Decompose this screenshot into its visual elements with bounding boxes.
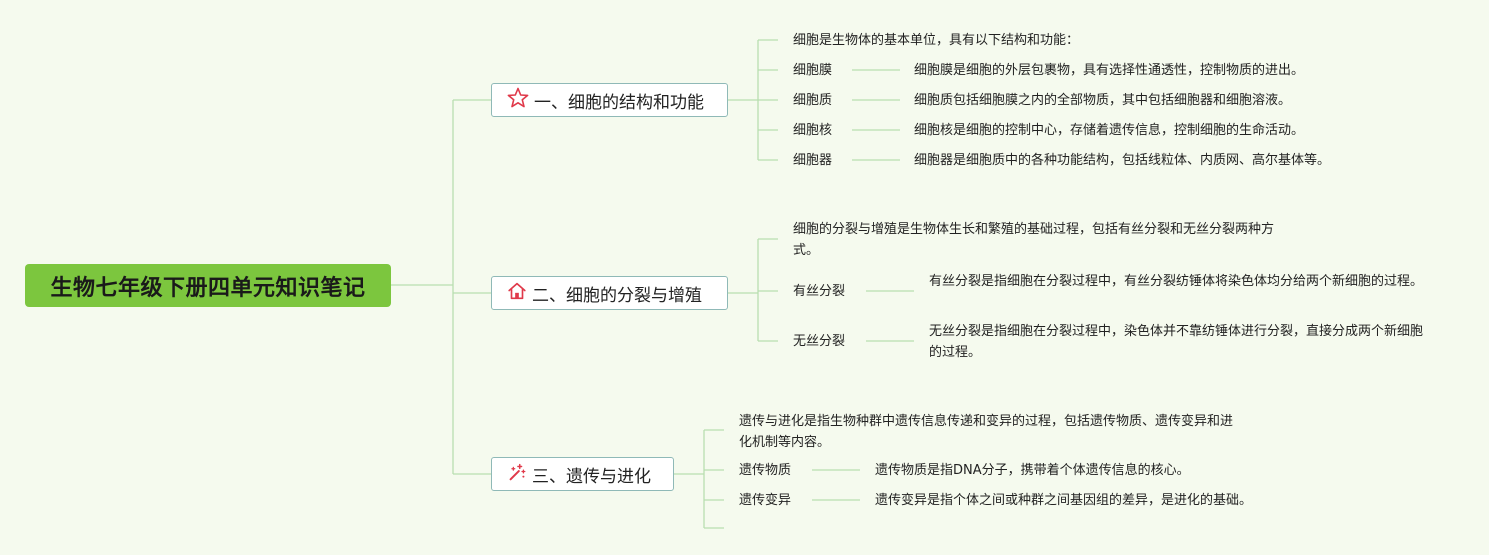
subtopic-term[interactable]: 无丝分裂: [793, 334, 846, 349]
branch-label: 三、遗传与进化: [532, 466, 651, 487]
subtopic-description[interactable]: 细胞膜是细胞的外层包裹物，具有选择性通透性，控制物质的进出。: [914, 63, 1305, 78]
subtopic-description[interactable]: 细胞质包括细胞膜之内的全部物质，其中包括细胞器和细胞溶液。: [914, 93, 1292, 108]
subtopic-term[interactable]: 遗传变异: [739, 493, 792, 508]
branch-label: 一、细胞的结构和功能: [534, 92, 704, 113]
subtopic-term[interactable]: 遗传物质: [739, 463, 792, 478]
branch-topic-cell-structure[interactable]: 一、细胞的结构和功能: [491, 83, 728, 117]
branch-label: 二、细胞的分裂与增殖: [532, 285, 702, 306]
subtopic-term[interactable]: 细胞质: [793, 93, 833, 108]
branch-intro[interactable]: 遗传与进化是指生物种群中遗传信息传递和变异的过程，包括遗传物质、遗传变异和进化机…: [739, 414, 1234, 450]
subtopic-term[interactable]: 细胞膜: [793, 63, 833, 78]
root-topic[interactable]: 生物七年级下册四单元知识笔记: [25, 264, 391, 307]
home-icon: [506, 280, 532, 307]
branch-topic-heredity-evolution[interactable]: 三、遗传与进化: [491, 457, 674, 491]
subtopic-description[interactable]: 有丝分裂是指细胞在分裂过程中，有丝分裂纺锤体将染色体均分给两个新细胞的过程。: [929, 274, 1424, 289]
subtopic-description[interactable]: 遗传物质是指DNA分子，携带着个体遗传信息的核心。: [875, 463, 1190, 478]
subtopic-description[interactable]: 细胞核是细胞的控制中心，存储着遗传信息，控制细胞的生命活动。: [914, 123, 1305, 138]
magic-wand-icon: [506, 461, 532, 488]
subtopic-description[interactable]: 细胞器是细胞质中的各种功能结构，包括线粒体、内质网、高尔基体等。: [914, 153, 1331, 168]
branch-intro[interactable]: 细胞的分裂与增殖是生物体生长和繁殖的基础过程，包括有丝分裂和无丝分裂两种方式。: [793, 222, 1275, 258]
subtopic-description[interactable]: 遗传变异是指个体之间或种群之间基因组的差异，是进化的基础。: [875, 493, 1253, 508]
subtopic-term[interactable]: 细胞核: [793, 123, 833, 138]
star-icon: [506, 86, 534, 115]
subtopic-term[interactable]: 细胞器: [793, 153, 833, 168]
subtopic-term[interactable]: 有丝分裂: [793, 284, 846, 299]
branch-topic-cell-division[interactable]: 二、细胞的分裂与增殖: [491, 276, 728, 310]
subtopic-description[interactable]: 无丝分裂是指细胞在分裂过程中，染色体并不靠纺锤体进行分裂，直接分成两个新细胞的过…: [929, 324, 1424, 360]
branch-intro[interactable]: 细胞是生物体的基本单位，具有以下结构和功能：: [793, 33, 1080, 48]
